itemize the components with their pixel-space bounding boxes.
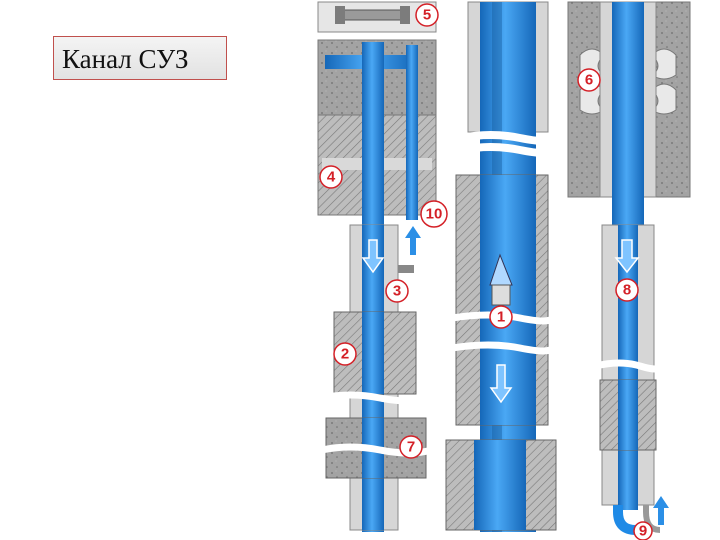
- middle-assembly: [445, 1, 557, 532]
- marker-10: 10: [420, 200, 448, 228]
- right-assembly: [567, 1, 691, 535]
- marker-1: 1: [489, 305, 513, 329]
- marker-2-label: 2: [341, 346, 349, 363]
- marker-9-label: 9: [639, 523, 647, 540]
- return-tube: [406, 45, 418, 220]
- arrow-down-icon: [614, 239, 640, 274]
- marker-2: 2: [333, 342, 357, 366]
- marker-6: 6: [577, 68, 601, 92]
- main-tube-right: [612, 2, 644, 227]
- marker-8: 8: [615, 278, 639, 302]
- marker-9: 9: [633, 521, 653, 540]
- arrow-down-icon: [489, 364, 513, 404]
- marker-3-label: 3: [393, 283, 401, 300]
- arrow-up-icon: [653, 496, 669, 525]
- marker-6-label: 6: [585, 72, 593, 89]
- marker-1-label: 1: [497, 309, 505, 326]
- marker-7-label: 7: [407, 439, 415, 456]
- left-assembly: [317, 1, 437, 532]
- marker-8-label: 8: [623, 282, 631, 299]
- cap-handle: [341, 9, 403, 21]
- diagram-title: Канал СУЗ: [53, 36, 227, 80]
- marker-10-label: 10: [426, 206, 443, 223]
- marker-4-label: 4: [327, 169, 336, 186]
- arrow-down-icon: [361, 239, 385, 274]
- marker-5: 5: [415, 3, 439, 27]
- arrow-up-icon: [405, 226, 421, 255]
- marker-3: 3: [385, 279, 409, 303]
- marker-7: 7: [399, 435, 423, 459]
- marker-4: 4: [319, 165, 343, 189]
- marker-5-label: 5: [423, 7, 431, 24]
